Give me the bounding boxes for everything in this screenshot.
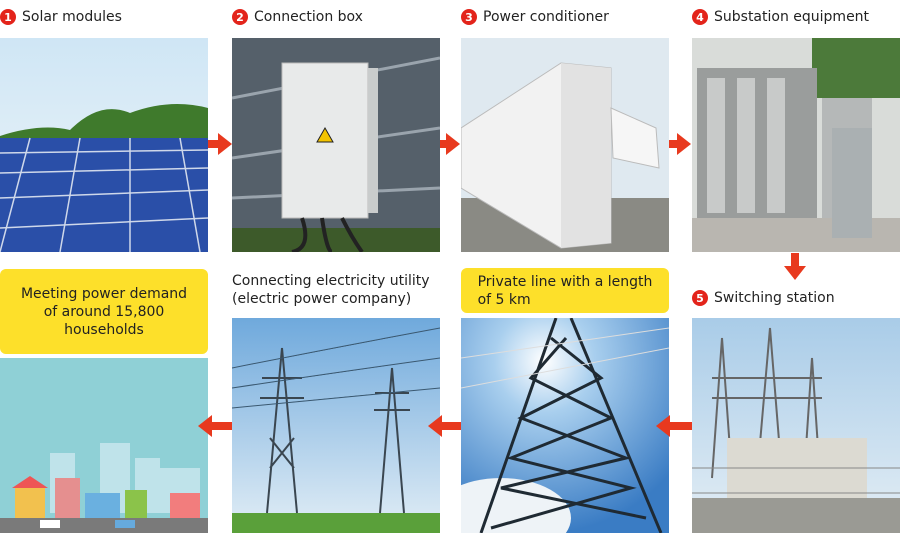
step-power-conditioner-label: 3 Power conditioner: [461, 9, 609, 25]
arrow-left-icon: [656, 415, 670, 437]
title-line: (electric power company): [232, 291, 412, 307]
solar-modules-photo: [0, 38, 208, 252]
callout-line: Private line with a length: [477, 273, 653, 290]
arrow-left-icon: [428, 415, 442, 437]
step-label: Solar modules: [22, 9, 122, 25]
arrow-stem: [208, 140, 220, 148]
arrow-stem: [791, 253, 799, 267]
arrow-right-icon: [218, 133, 232, 155]
arrow-stem: [211, 422, 232, 430]
arrow-stem: [441, 422, 461, 430]
callout-line: Meeting power demand: [20, 285, 188, 302]
callout-line: of 5 km: [477, 291, 531, 308]
switching-station-photo: [692, 318, 900, 533]
step-number-badge: 2: [232, 9, 248, 25]
power-demand-callout: Meeting power demand of around 15,800 ho…: [0, 269, 208, 354]
step-label: Substation equipment: [714, 9, 870, 25]
arrow-down-icon: [784, 266, 806, 280]
step-substation-equipment-label: 4 Substation equipment: [692, 9, 869, 25]
connection-box-photo: [232, 38, 440, 252]
step-label: Connection box: [254, 9, 363, 25]
callout-line: of around 15,800: [43, 303, 165, 320]
arrow-left-icon: [198, 415, 212, 437]
step-number-badge: 1: [0, 9, 16, 25]
step-switching-station-label: 5 Switching station: [692, 290, 835, 306]
arrow-right-icon: [446, 133, 460, 155]
arrow-right-icon: [677, 133, 691, 155]
arrow-stem: [669, 140, 679, 148]
step-label: Power conditioner: [483, 9, 609, 25]
step-number-badge: 4: [692, 9, 708, 25]
utility-title: Connecting electricity utility (electric…: [232, 272, 430, 308]
arrow-stem: [669, 422, 692, 430]
title-line: Connecting electricity utility: [232, 273, 430, 289]
callout-line: households: [64, 321, 144, 338]
step-connection-box-label: 2 Connection box: [232, 9, 363, 25]
town-illustration: [0, 358, 208, 533]
step-number-badge: 3: [461, 9, 477, 25]
step-solar-modules-label: 1 Solar modules: [0, 9, 122, 25]
substation-equipment-photo: [692, 38, 900, 252]
transmission-tower-closeup-photo: [461, 318, 669, 533]
power-conditioner-photo: [461, 38, 669, 252]
transmission-towers-photo: [232, 318, 440, 533]
arrow-stem: [440, 140, 448, 148]
step-label: Switching station: [714, 290, 835, 306]
step-number-badge: 5: [692, 290, 708, 306]
